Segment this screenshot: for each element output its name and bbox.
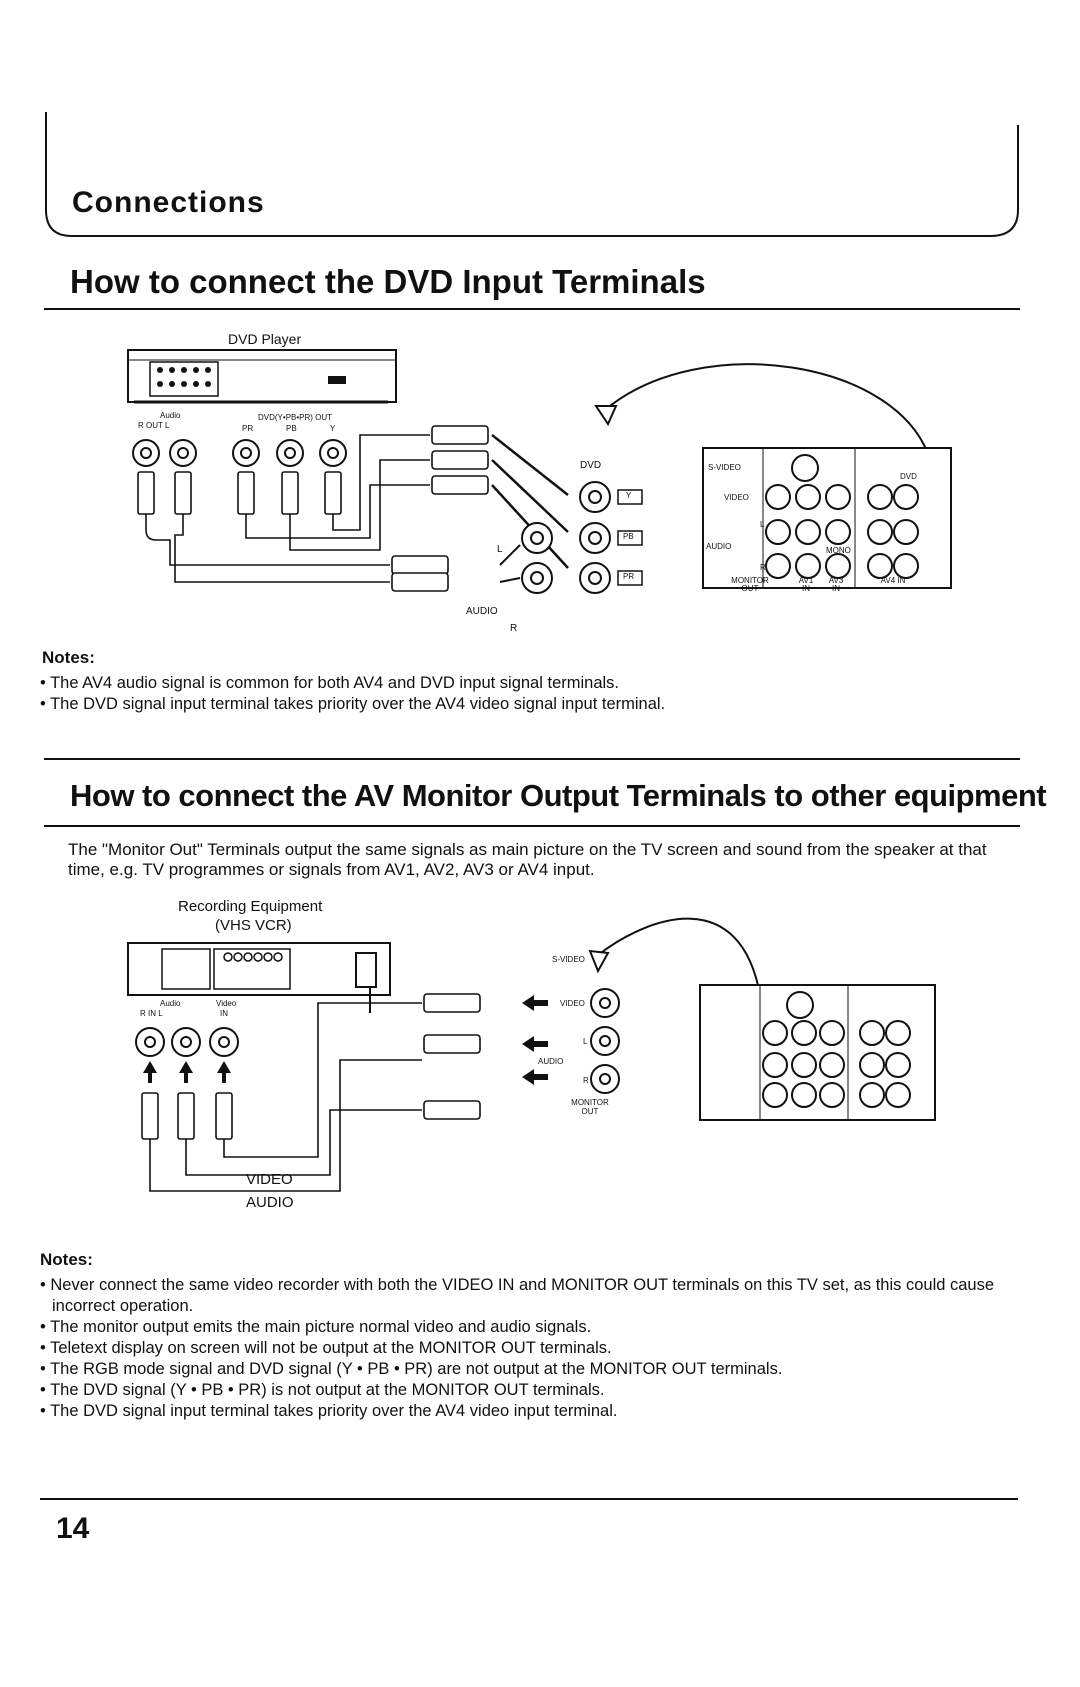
panel-video-label: VIDEO [724,493,749,502]
note-item: • The DVD signal input terminal takes pr… [40,695,666,713]
page-title: Connections [72,186,265,219]
footer-rule [40,1498,1018,1500]
panel-l-label: L [760,520,765,529]
video-jack-label: VIDEO [560,999,585,1008]
section2-title: How to connect the AV Monitor Output Ter… [70,778,1047,813]
audio-l-label: L [497,544,503,555]
section2-notes-title: Notes: [40,1250,93,1269]
audio-r-label: R [583,1076,589,1085]
section2-intro: The "Monitor Out" Terminals output the s… [68,840,987,879]
dvd-audio-out-label: Audio [160,411,181,420]
monitor-out-jacks [590,988,620,1094]
section1-title-rule [44,308,1020,310]
tv-panel2-jacks [762,1020,911,1108]
note-item: • The DVD signal (Y • PB • PR) is not ou… [40,1381,605,1399]
panel-mono-label: MONO [826,546,851,555]
audio-cable-label: AUDIO [246,1194,294,1211]
section1-title: How to connect the DVD Input Terminals [70,263,706,300]
audio-jack-label: AUDIO [538,1057,564,1066]
panel-monitor-out-label: MONITOR OUT [731,576,769,593]
panel-av4-in-label: AV4 IN [880,576,906,585]
note-item: • The DVD signal input terminal takes pr… [40,1402,618,1420]
section2-top-rule [44,758,1020,760]
vcr-video-label: Video [216,999,237,1008]
monitor-out-label: MONITOR OUT [571,1098,609,1116]
dvd-pr-tag: PR [623,572,635,581]
dvd-pb-tag: PB [623,532,634,541]
dvd-group-label: DVD [580,460,602,471]
video-cable-label: VIDEO [246,1171,293,1188]
dvd-cable-plugs [391,425,489,592]
page-number: 14 [56,1512,90,1545]
dvd-out-label: DVD(Y•PB•PR) OUT [258,413,333,422]
vcr-input-jacks [135,1027,239,1057]
dvd-r-out-l-label: R OUT L [138,421,170,430]
section1-notes-list: • The AV4 audio signal is common for bot… [38,673,1018,715]
note-item: • The RGB mode signal and DVD signal (Y … [40,1360,783,1378]
vcr-in-label: IN [220,1009,228,1018]
dvd-y-label: Y [330,424,336,433]
monitor-out-diagram: Recording Equipment (VHS VCR) [0,895,1080,1245]
note-item: • Never connect the same video recorder … [40,1276,995,1315]
panel-av3-in-label: AV3 IN [828,576,844,593]
panel-svideo-label: S-VIDEO [708,463,741,472]
vcr-label-line1: Recording Equipment [178,898,323,915]
dvd-player-jacks [132,439,347,467]
dvd-pr-label: PR [242,424,254,433]
note-item: • The monitor output emits the main pict… [40,1318,592,1336]
panel-dvd-label: DVD [900,472,917,481]
panel-r-label: R [760,563,766,572]
monitor-out-drawing [127,917,936,1192]
tv-panel-jacks [765,484,919,579]
svideo-label: S-VIDEO [552,955,585,964]
section2-notes-list: • Never connect the same video recorder … [38,1275,1028,1422]
panel-av1-in-label: AV1 IN [798,576,814,593]
dvd-input-jacks [521,481,611,594]
vcr-audio-label: Audio [160,999,181,1008]
section2-title-rule [44,825,1020,827]
dvd-diagram-drawing [127,349,952,594]
audio-group-label: AUDIO [466,606,498,617]
note-item: • Teletext display on screen will not be… [40,1339,612,1357]
header-frame [45,112,1019,237]
section1-notes-title: Notes: [42,648,95,667]
panel-audio-label: AUDIO [706,542,732,551]
vcr-r-in-l-label: R IN L [140,1009,163,1018]
dvd-y-tag-visible: Y [626,491,632,500]
audio-r-label: R [510,623,518,634]
dvd-pb-label: PB [286,424,297,433]
note-item: • The AV4 audio signal is common for bot… [40,674,620,692]
audio-l-label: L [583,1037,588,1046]
dvd-player-plugs [137,471,342,515]
dvd-player-label: DVD Player [228,331,302,347]
dvd-diagram: DVD Player [0,320,1080,650]
vcr-label-line2: (VHS VCR) [215,917,292,934]
